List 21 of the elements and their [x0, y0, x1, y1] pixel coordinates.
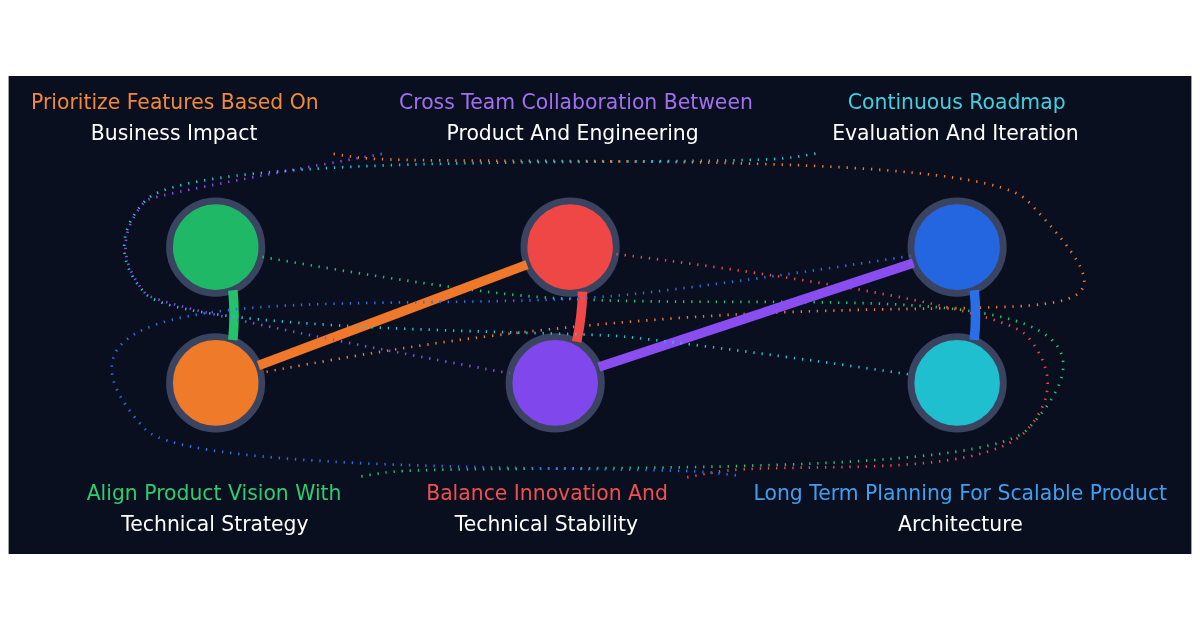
connector — [112, 254, 912, 477]
node-circle — [907, 333, 1007, 433]
node-text: Long Term Planning For Scalable Product Architecture — [753, 480, 1168, 536]
node-circle — [907, 197, 1007, 297]
node-text: Balance Innovation And Technical Stability — [426, 480, 668, 536]
connector — [256, 260, 529, 370]
connector — [969, 289, 981, 341]
node-text: Cross Team Collaboration Between Product And Engineering — [399, 89, 753, 145]
node-circle — [166, 197, 266, 297]
node-text: Prioritize Features Based On Business Impact — [31, 89, 319, 145]
node-text: Align Product Vision With Technical Strategy — [86, 480, 342, 536]
node-circle — [166, 333, 266, 433]
connector — [615, 252, 1049, 479]
node-circle — [520, 197, 620, 297]
connector — [261, 255, 1063, 478]
connector — [124, 152, 510, 375]
connector — [228, 289, 239, 341]
node-circle — [505, 333, 605, 433]
connector — [571, 291, 588, 343]
connector — [597, 258, 915, 372]
node-text: Continuous Roadmap Evaluation And Iteration — [832, 89, 1079, 145]
